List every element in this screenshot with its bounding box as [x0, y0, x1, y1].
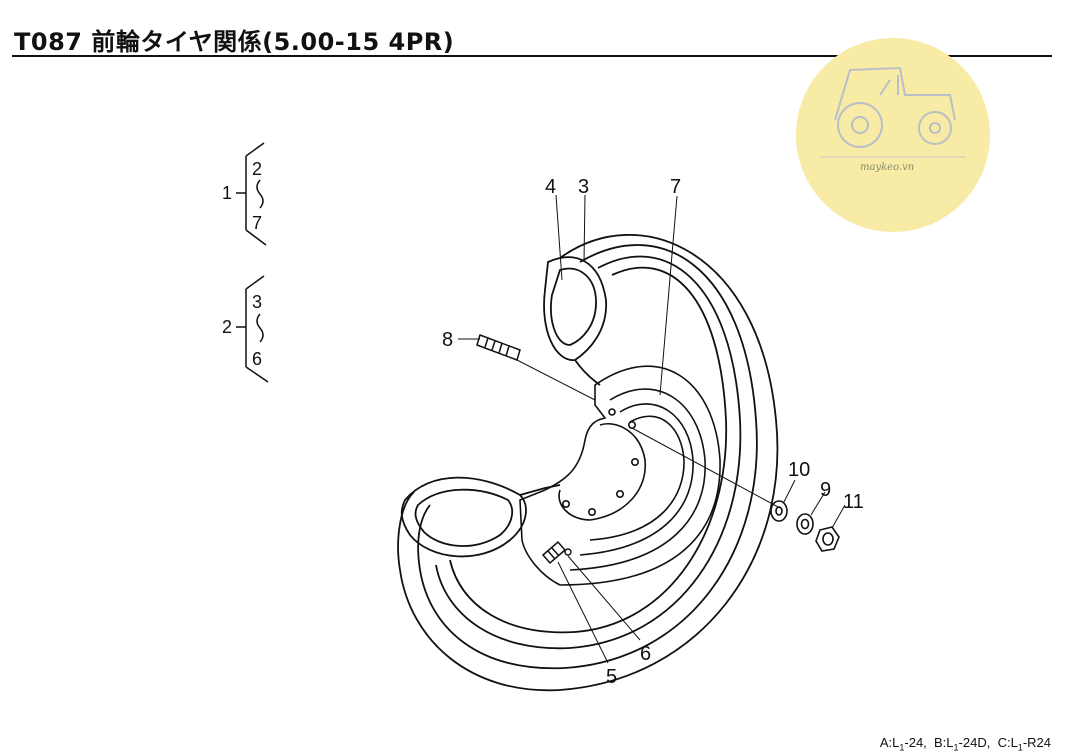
leader-lines: [458, 194, 846, 664]
watermark-logo: maykeo.vn: [796, 38, 990, 232]
title-divider: [12, 55, 1052, 57]
wheel-disc: [519, 365, 721, 586]
callout-5: 5: [606, 666, 617, 688]
callout-4: 4: [545, 176, 556, 198]
hex-nut: [815, 526, 840, 552]
model-c: C:L1-R24: [997, 735, 1051, 753]
group-bracket-1: [236, 142, 267, 246]
callout-3: 3: [578, 176, 589, 198]
group-1-number: 1: [222, 183, 232, 203]
callout-9: 9: [820, 479, 831, 501]
lock-washer: [796, 513, 814, 535]
callout-6: 6: [640, 643, 651, 665]
callout-11: 11: [843, 491, 864, 513]
valve-stem: [541, 540, 567, 565]
applicable-models-note: A:L1-24, B:L1-24D, C:L1-R24: [880, 735, 1051, 753]
stud-bolt: [476, 334, 521, 361]
valve-hole: [564, 548, 572, 556]
group-1-to: 7: [252, 213, 262, 233]
group-2-from: 3: [252, 292, 262, 312]
front-tire: [397, 234, 779, 692]
model-b: B:L1-24D,: [934, 735, 998, 753]
group-2-number: 2: [222, 317, 232, 337]
callout-8: 8: [442, 329, 453, 351]
page-title: T087 前輪タイヤ関係(5.00-15 4PR): [14, 28, 455, 56]
group-bracket-2: [236, 275, 269, 383]
group-2-to: 6: [252, 349, 262, 369]
callout-7: 7: [670, 176, 681, 198]
group-1-from: 2: [252, 159, 262, 179]
model-a: A:L1-24,: [879, 735, 935, 753]
callout-10: 10: [788, 459, 810, 481]
watermark-text: maykeo.vn: [860, 162, 914, 173]
tire-lower-section: [400, 476, 561, 558]
